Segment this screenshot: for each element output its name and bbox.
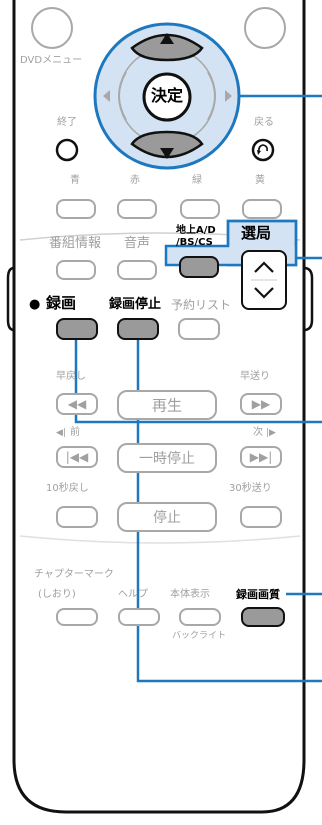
red-key-button[interactable] (117, 199, 157, 219)
unit-display-label: 本体表示 (170, 589, 210, 600)
skip-back-label: 10秒戻し (46, 483, 89, 494)
rewind-icon: ◀◀ (67, 397, 87, 411)
unit-display-button[interactable] (179, 608, 221, 626)
record-label: 録画 (46, 294, 77, 312)
terrestrial-label-1: 地上A/D (176, 225, 216, 236)
dvd-menu-label: DVDメニュー (20, 55, 83, 66)
fast-forward-button[interactable]: ▶▶ (240, 393, 282, 415)
yellow-key-button[interactable] (242, 199, 282, 219)
record-dot: ● (29, 297, 41, 312)
fast-forward-label: 早送り (240, 371, 270, 382)
channel-select-label: 選局 (241, 224, 272, 242)
dpad-left-key (118, 71, 127, 121)
pause-label: 一時停止 (139, 451, 195, 467)
record-stop-button[interactable] (117, 318, 159, 340)
dpad-right-key (207, 71, 216, 121)
help-button[interactable] (118, 608, 160, 626)
prev-button[interactable]: |◀◀ (56, 446, 98, 468)
dvd-menu-button (31, 7, 73, 49)
channel-highlight-outline (164, 219, 298, 267)
reserve-list-label: 予約リスト (171, 298, 232, 312)
skip-forward-label: 30秒送り (229, 483, 272, 494)
bookmark-label: (しおり) (38, 589, 76, 600)
back-icon-head (257, 150, 261, 155)
fast-forward-icon: ▶▶ (251, 397, 271, 411)
channel-rocker-arrows (251, 261, 277, 299)
terrestrial-label-2: /BS/CS (176, 237, 213, 248)
section-separator-2 (19, 535, 301, 544)
green-key-label: 緑 (192, 175, 202, 186)
reserve-list-button[interactable] (178, 318, 220, 340)
chapter-mark-label: チャプターマーク (34, 569, 114, 580)
back-label: 戻る (254, 117, 274, 128)
prev-icon: |◀◀ (65, 450, 89, 464)
skip-forward-button[interactable] (240, 506, 282, 528)
pause-button[interactable]: 一時停止 (117, 443, 217, 473)
channel-rocker[interactable] (241, 250, 287, 310)
dpad-right-arrow (225, 90, 232, 102)
next-mark: |▶ (266, 428, 276, 438)
right-notch (303, 266, 314, 332)
skip-back-button[interactable] (56, 506, 98, 528)
record-quality-button[interactable] (241, 607, 285, 627)
stop-button[interactable]: 停止 (117, 502, 217, 532)
dpad-up-arrow (160, 33, 174, 44)
next-button[interactable]: ▶▶| (240, 446, 282, 468)
blue-key-button[interactable] (56, 199, 96, 219)
audio-label: 音声 (124, 236, 151, 251)
back-button (251, 138, 275, 162)
play-button[interactable]: 再生 (117, 390, 217, 420)
chapter-mark-button[interactable] (56, 608, 98, 626)
red-key-label: 赤 (130, 175, 140, 186)
terrestrial-bs-cs-button[interactable] (179, 256, 219, 278)
next-icon: ▶▶| (249, 450, 273, 464)
dpad-down-arrow (160, 148, 174, 159)
enter-label: 決定 (151, 86, 184, 105)
program-info-button[interactable] (56, 260, 96, 280)
left-notch (6, 266, 15, 332)
program-info-label: 番組情報 (49, 236, 102, 251)
exit-label: 終了 (57, 117, 77, 128)
back-icon (258, 144, 268, 153)
exit-button (55, 138, 79, 162)
callout-record (74, 340, 322, 424)
stop-label: 停止 (153, 510, 181, 526)
help-label: ヘルプ (118, 589, 148, 600)
next-label: 次 (253, 427, 263, 438)
remote-body-outline (12, 0, 306, 814)
top-right-round-button (244, 7, 286, 49)
record-stop-label: 録画停止 (109, 297, 162, 312)
record-quality-label: 録画画質 (236, 588, 280, 601)
prev-mark: ◀| (56, 428, 66, 438)
green-key-button[interactable] (180, 199, 220, 219)
blue-key-label: 青 (70, 175, 80, 186)
play-label: 再生 (151, 396, 182, 415)
rewind-label: 早戻し (56, 371, 86, 382)
enter-button (142, 72, 192, 122)
backlight-label: バックライト (172, 631, 227, 641)
rewind-button[interactable]: ◀◀ (56, 393, 98, 415)
dpad-down-key (130, 130, 204, 159)
audio-button[interactable] (117, 260, 157, 280)
yellow-key-label: 黄 (255, 175, 265, 186)
dpad-left-arrow (103, 90, 110, 102)
record-button[interactable] (56, 318, 98, 340)
dpad-up-key (130, 33, 204, 62)
prev-label: 前 (70, 427, 80, 438)
